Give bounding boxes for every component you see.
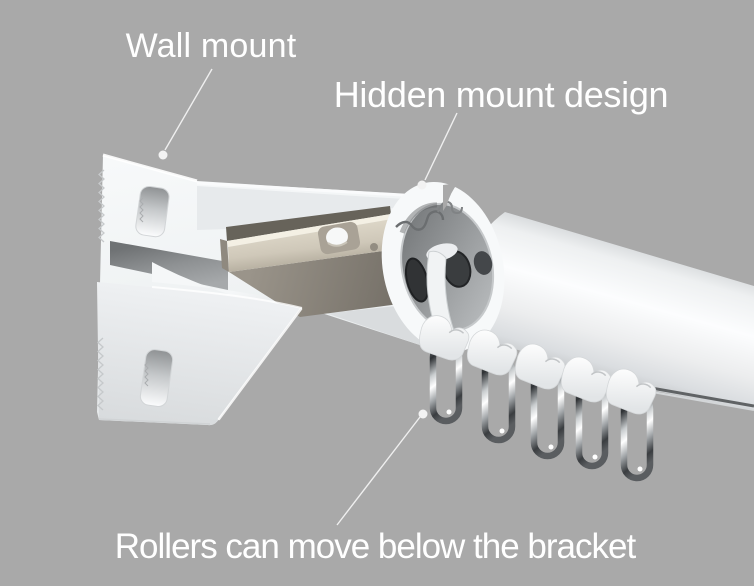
glider-cap xyxy=(561,356,612,403)
slider-screw xyxy=(370,243,378,251)
metal-slide-connector xyxy=(220,214,404,272)
label-wall-mount: Wall mount xyxy=(125,27,297,65)
leader-hidden-mount xyxy=(417,112,458,190)
leader-rollers xyxy=(336,409,428,526)
bracket-lower-arm xyxy=(152,262,455,349)
leader-dot xyxy=(417,180,427,190)
tube-wall-ring xyxy=(381,181,505,352)
leader-dot xyxy=(418,409,428,419)
label-rollers-can-move: Rollers can move below the bracket xyxy=(114,527,636,566)
bracket-arm xyxy=(197,186,442,230)
glider-cap xyxy=(606,368,657,415)
arm-gap-shadow xyxy=(226,206,391,241)
glider-cap xyxy=(467,329,518,376)
bracket-serrations-lower xyxy=(97,337,104,411)
leader-dot xyxy=(158,150,168,160)
glider-cap xyxy=(419,315,470,361)
mount-seam xyxy=(395,210,445,231)
leader-wall-mount xyxy=(158,68,213,160)
mounting-slot-top xyxy=(135,185,170,238)
mounting-slot-bottom xyxy=(139,349,174,408)
slider-roller xyxy=(326,227,348,247)
bracket-serrations xyxy=(98,169,105,243)
curtain-rollers xyxy=(419,315,657,482)
callout-leaders xyxy=(158,68,458,526)
label-hidden-mount-design: Hidden mount design xyxy=(333,74,669,115)
glider-cap xyxy=(515,343,566,390)
bracket-recess xyxy=(110,241,228,290)
